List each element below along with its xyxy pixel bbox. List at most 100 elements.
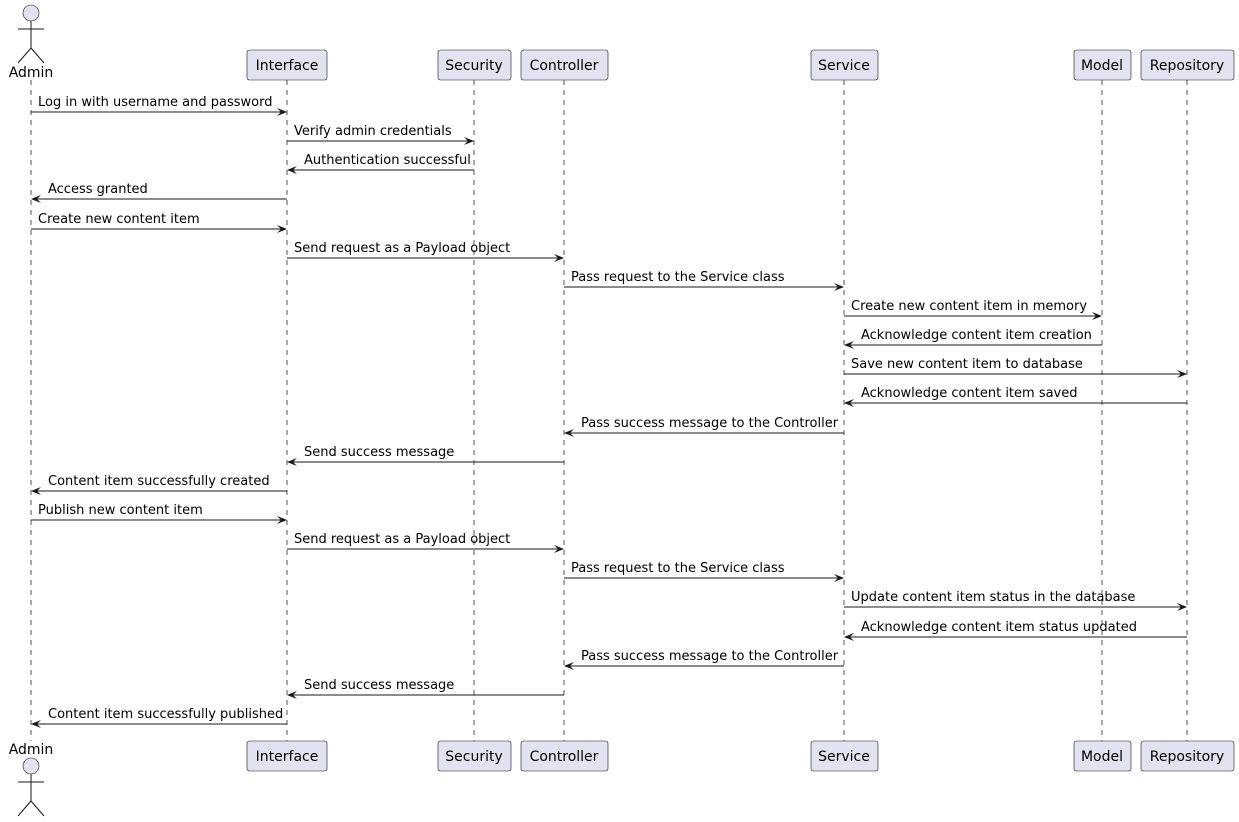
arrowhead-icon: [287, 691, 297, 699]
message-label: Create new content item in memory: [851, 299, 1087, 314]
participant-name: Repository: [1150, 749, 1224, 765]
message-label: Access granted: [48, 182, 148, 197]
participant-box-bottom: Controller: [520, 740, 609, 772]
message: Send success message: [287, 445, 564, 466]
arrowhead-icon: [564, 662, 574, 670]
participant-box-shape: [1073, 49, 1132, 81]
arrowhead-icon: [1092, 312, 1102, 320]
arrowhead-icon: [277, 225, 287, 233]
participant-name: Controller: [530, 749, 599, 765]
participant-box-shape: [1140, 49, 1235, 81]
participant-name: Security: [445, 58, 503, 74]
arrowhead-icon: [464, 137, 474, 145]
message-label: Create new content item: [38, 212, 200, 227]
participant-box-bottom: Repository: [1140, 740, 1235, 772]
participant-heads-top: Admin Interface Security Controller Service M…: [9, 4, 1235, 81]
participant-name: Interface: [256, 749, 319, 765]
message-label: Publish new content item: [38, 503, 203, 518]
participant-name: Repository: [1150, 58, 1224, 74]
participant-box-shape: [246, 49, 328, 81]
message: Verify admin credentials: [287, 124, 474, 145]
message-label: Save new content item to database: [851, 357, 1083, 372]
message: Save new content item to database: [844, 357, 1187, 378]
arrowhead-icon: [844, 633, 854, 641]
message-label: Acknowledge content item status updated: [861, 620, 1137, 635]
participant-box-shape: [437, 49, 512, 81]
actor-head-icon: [22, 4, 40, 22]
arrowhead-icon: [554, 545, 564, 553]
arrowhead-icon: [31, 487, 41, 495]
participant-name: Security: [445, 749, 503, 765]
participant-box-top: Repository: [1140, 49, 1235, 81]
actor-top: Admin: [9, 4, 54, 81]
message-label: Verify admin credentials: [294, 124, 452, 139]
participant-box-bottom: Interface: [246, 740, 328, 772]
arrowhead-icon: [554, 254, 564, 262]
arrowhead-icon: [287, 166, 297, 174]
message: Authentication successful: [287, 153, 474, 174]
participant-name: Service: [818, 749, 870, 765]
message: Send success message: [287, 678, 564, 699]
participant-box-top: Interface: [246, 49, 328, 81]
lifelines: [30, 80, 1188, 741]
message: Create new content item in memory: [844, 299, 1102, 320]
actor-body-icon: [17, 21, 45, 64]
message: Content item successfully published: [31, 707, 287, 728]
message-label: Send success message: [304, 445, 454, 460]
arrowhead-icon: [31, 195, 41, 203]
message-label: Pass success message to the Controller: [581, 416, 839, 431]
message-label: Update content item status in the databa…: [851, 590, 1135, 605]
arrowhead-icon: [844, 341, 854, 349]
arrowhead-icon: [1177, 370, 1187, 378]
participant-heads-bottom: Admin Interface Security Controller Service M…: [9, 740, 1235, 817]
message: Content item successfully created: [31, 474, 287, 495]
message-label: Send request as a Payload object: [294, 241, 510, 256]
message: Pass request to the Service class: [564, 270, 844, 291]
participant-box-shape: [1073, 740, 1132, 772]
arrowhead-icon: [564, 429, 574, 437]
participant-box-shape: [810, 740, 879, 772]
message: Log in with username and password: [31, 95, 287, 116]
messages: Log in with username and passwordVerify …: [31, 95, 1187, 728]
participant-name: Service: [818, 58, 870, 74]
message-label: Authentication successful: [304, 153, 471, 168]
actor-body-icon: [17, 774, 45, 817]
participant-name: Admin: [9, 742, 54, 758]
message: Send request as a Payload object: [287, 241, 564, 262]
participant-name: Interface: [256, 58, 319, 74]
participant-box-shape: [437, 740, 512, 772]
arrowhead-icon: [277, 108, 287, 116]
arrowhead-icon: [834, 574, 844, 582]
message: Update content item status in the databa…: [844, 590, 1187, 611]
message-label: Acknowledge content item creation: [861, 328, 1092, 343]
message: Pass success message to the Controller: [564, 416, 844, 437]
participant-box-shape: [520, 740, 609, 772]
arrowhead-icon: [287, 458, 297, 466]
participant-name: Model: [1081, 58, 1123, 74]
message: Create new content item: [31, 212, 287, 233]
message-label: Send request as a Payload object: [294, 532, 510, 547]
participant-box-top: Service: [810, 49, 879, 81]
message-label: Acknowledge content item saved: [861, 386, 1078, 401]
message-label: Log in with username and password: [38, 95, 272, 110]
message: Access granted: [31, 182, 287, 203]
message: Publish new content item: [31, 503, 287, 524]
participant-name: Admin: [9, 65, 54, 81]
arrowhead-icon: [1177, 603, 1187, 611]
participant-box-bottom: Security: [437, 740, 512, 772]
participant-name: Controller: [530, 58, 599, 74]
arrowhead-icon: [277, 516, 287, 524]
actor-head-icon: [22, 757, 40, 775]
actor-bottom: Admin: [9, 742, 54, 817]
participant-box-top: Controller: [520, 49, 609, 81]
participant-box-top: Security: [437, 49, 512, 81]
message-label: Pass success message to the Controller: [581, 649, 839, 664]
message: Acknowledge content item creation: [844, 328, 1102, 349]
arrowhead-icon: [31, 720, 41, 728]
message: Pass request to the Service class: [564, 561, 844, 582]
message: Acknowledge content item saved: [844, 386, 1187, 407]
participant-box-top: Model: [1073, 49, 1132, 81]
participant-box-shape: [810, 49, 879, 81]
participant-box-bottom: Model: [1073, 740, 1132, 772]
